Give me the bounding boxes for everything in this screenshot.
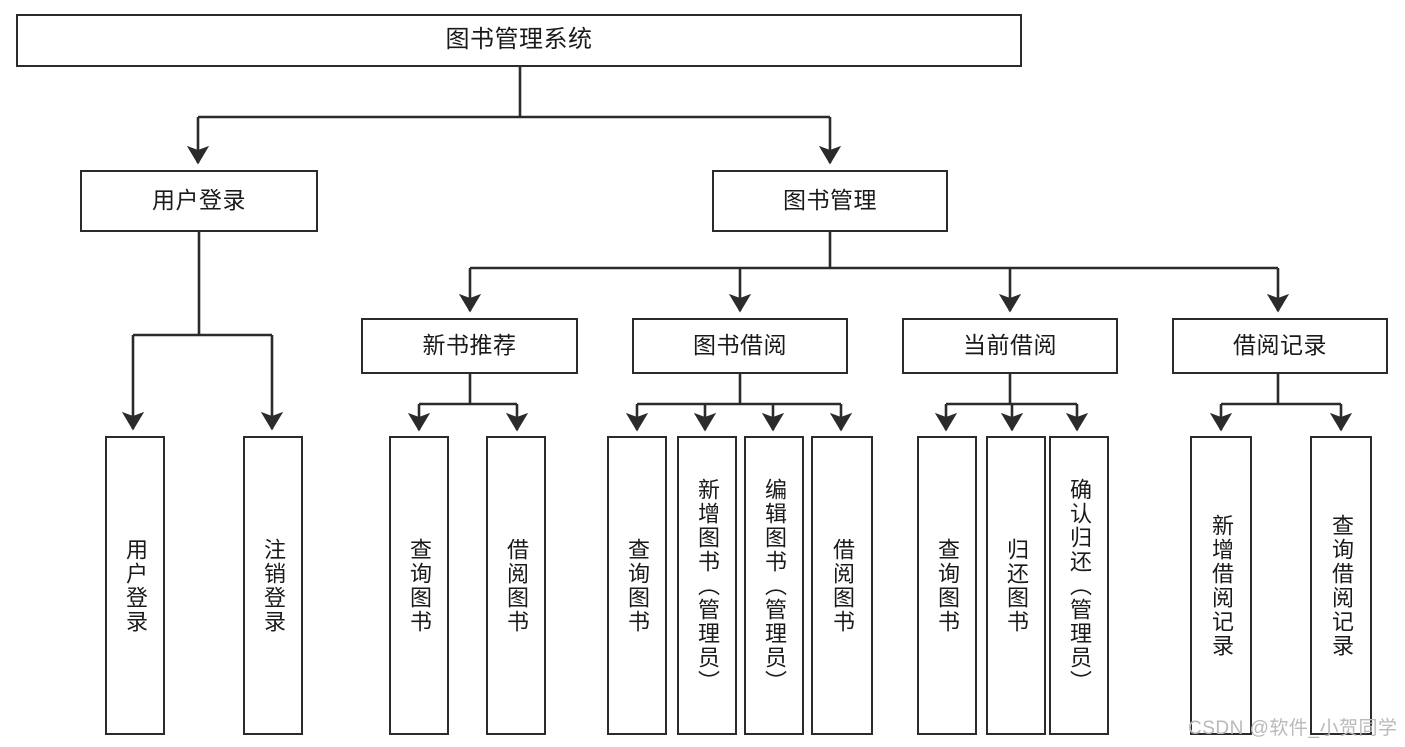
node-borrow-record[interactable]: 借阅记录	[1172, 318, 1388, 374]
node-leaf-add-book[interactable]: 新增图书（管理员）	[677, 436, 737, 735]
node-current-borrow-label: 当前借阅	[963, 332, 1057, 359]
node-leaf-query-record-label: 查询借阅记录	[1328, 513, 1354, 658]
node-borrow-record-label: 借阅记录	[1233, 332, 1327, 359]
node-leaf-query-book-1[interactable]: 查询图书	[389, 436, 449, 735]
node-leaf-add-book-label: 新增图书（管理员）	[694, 477, 720, 694]
node-leaf-logout[interactable]: 注销登录	[243, 436, 303, 735]
node-leaf-borrow-book-2[interactable]: 借阅图书	[811, 436, 873, 735]
node-user-login[interactable]: 用户登录	[80, 170, 318, 232]
node-leaf-query-book-3[interactable]: 查询图书	[917, 436, 977, 735]
node-leaf-user-login-label: 用户登录	[122, 537, 148, 634]
node-leaf-edit-book-label: 编辑图书（管理员）	[761, 477, 787, 694]
node-leaf-return-book[interactable]: 归还图书	[986, 436, 1046, 735]
node-book-manage-label: 图书管理	[783, 187, 877, 214]
node-leaf-query-book-2-label: 查询图书	[624, 537, 650, 634]
node-leaf-add-record-label: 新增借阅记录	[1208, 513, 1234, 658]
node-new-book-rec-label: 新书推荐	[422, 332, 517, 359]
node-leaf-user-login[interactable]: 用户登录	[105, 436, 165, 735]
node-book-borrow[interactable]: 图书借阅	[632, 318, 848, 374]
node-leaf-confirm-return[interactable]: 确认归还（管理员）	[1049, 436, 1109, 735]
node-leaf-add-record[interactable]: 新增借阅记录	[1190, 436, 1252, 735]
node-leaf-borrow-book-2-label: 借阅图书	[829, 537, 855, 634]
node-book-manage[interactable]: 图书管理	[712, 170, 948, 232]
node-new-book-rec[interactable]: 新书推荐	[361, 318, 578, 374]
node-leaf-edit-book[interactable]: 编辑图书（管理员）	[744, 436, 804, 735]
node-root[interactable]: 图书管理系统	[16, 14, 1022, 67]
node-leaf-query-book-1-label: 查询图书	[406, 537, 432, 634]
node-leaf-query-book-3-label: 查询图书	[934, 537, 960, 634]
node-leaf-confirm-return-label: 确认归还（管理员）	[1066, 477, 1092, 694]
node-leaf-borrow-book-1[interactable]: 借阅图书	[486, 436, 546, 735]
node-current-borrow[interactable]: 当前借阅	[902, 318, 1118, 374]
node-leaf-query-record[interactable]: 查询借阅记录	[1310, 436, 1372, 735]
node-leaf-query-book-2[interactable]: 查询图书	[607, 436, 667, 735]
node-leaf-logout-label: 注销登录	[260, 537, 286, 634]
node-user-login-label: 用户登录	[152, 187, 246, 214]
node-leaf-borrow-book-1-label: 借阅图书	[503, 537, 529, 634]
node-root-label: 图书管理系统	[445, 26, 593, 54]
node-leaf-return-book-label: 归还图书	[1003, 537, 1029, 634]
node-book-borrow-label: 图书借阅	[693, 332, 787, 359]
